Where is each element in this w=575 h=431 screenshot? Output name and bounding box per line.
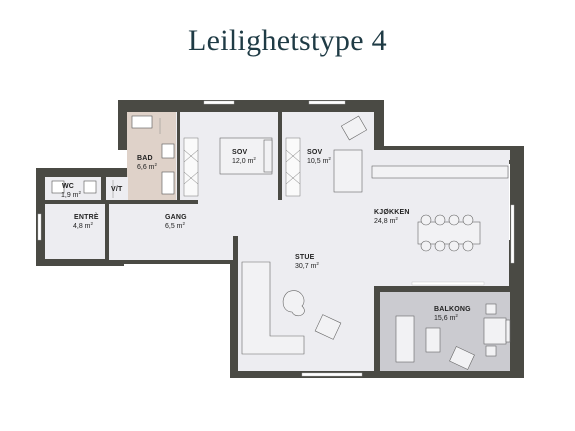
stue-area: 30,7 m2 [295, 261, 319, 270]
page-title: Leilighetstype 4 [188, 24, 387, 57]
bad-label: BAD [137, 155, 153, 162]
bathroom-fixtures [51, 115, 175, 198]
entre-area: 4,8 m2 [73, 221, 94, 230]
interior-walls [45, 112, 510, 376]
gang-area: 6,5 m2 [165, 221, 186, 230]
bad-area: 6,6 m2 [137, 162, 158, 171]
sov1-area: 12,0 m2 [232, 156, 256, 165]
entre-floor [45, 204, 105, 259]
beds [219, 115, 368, 193]
entre-label: ENTRÈ [74, 212, 99, 221]
sov1-label: SOV [232, 149, 248, 156]
kjokken-label: KJØKKEN [374, 209, 410, 216]
gang-label: GANG [165, 214, 187, 221]
wardrobes [183, 137, 301, 197]
wc-label: WC [62, 183, 74, 190]
living-furniture [241, 261, 342, 355]
kjokken-area: 24,8 m2 [374, 216, 398, 225]
wc-area: 1,9 m2 [61, 190, 82, 199]
balcony-furniture [395, 303, 511, 370]
room-labels: BAD 6,6 m2 SOV 12,0 m2 SOV 10,5 m2 WC 1,… [61, 149, 471, 322]
balkong-area: 15,6 m2 [434, 313, 458, 322]
windows [37, 100, 515, 377]
stue-label: STUE [295, 254, 315, 261]
sov2-area: 10,5 m2 [307, 156, 331, 165]
kitchen-furniture [371, 165, 509, 252]
balkong-label: BALKONG [434, 306, 471, 313]
vt-label: V/T [111, 186, 123, 193]
vt-floor [106, 177, 128, 201]
sov2-label: SOV [307, 149, 323, 156]
